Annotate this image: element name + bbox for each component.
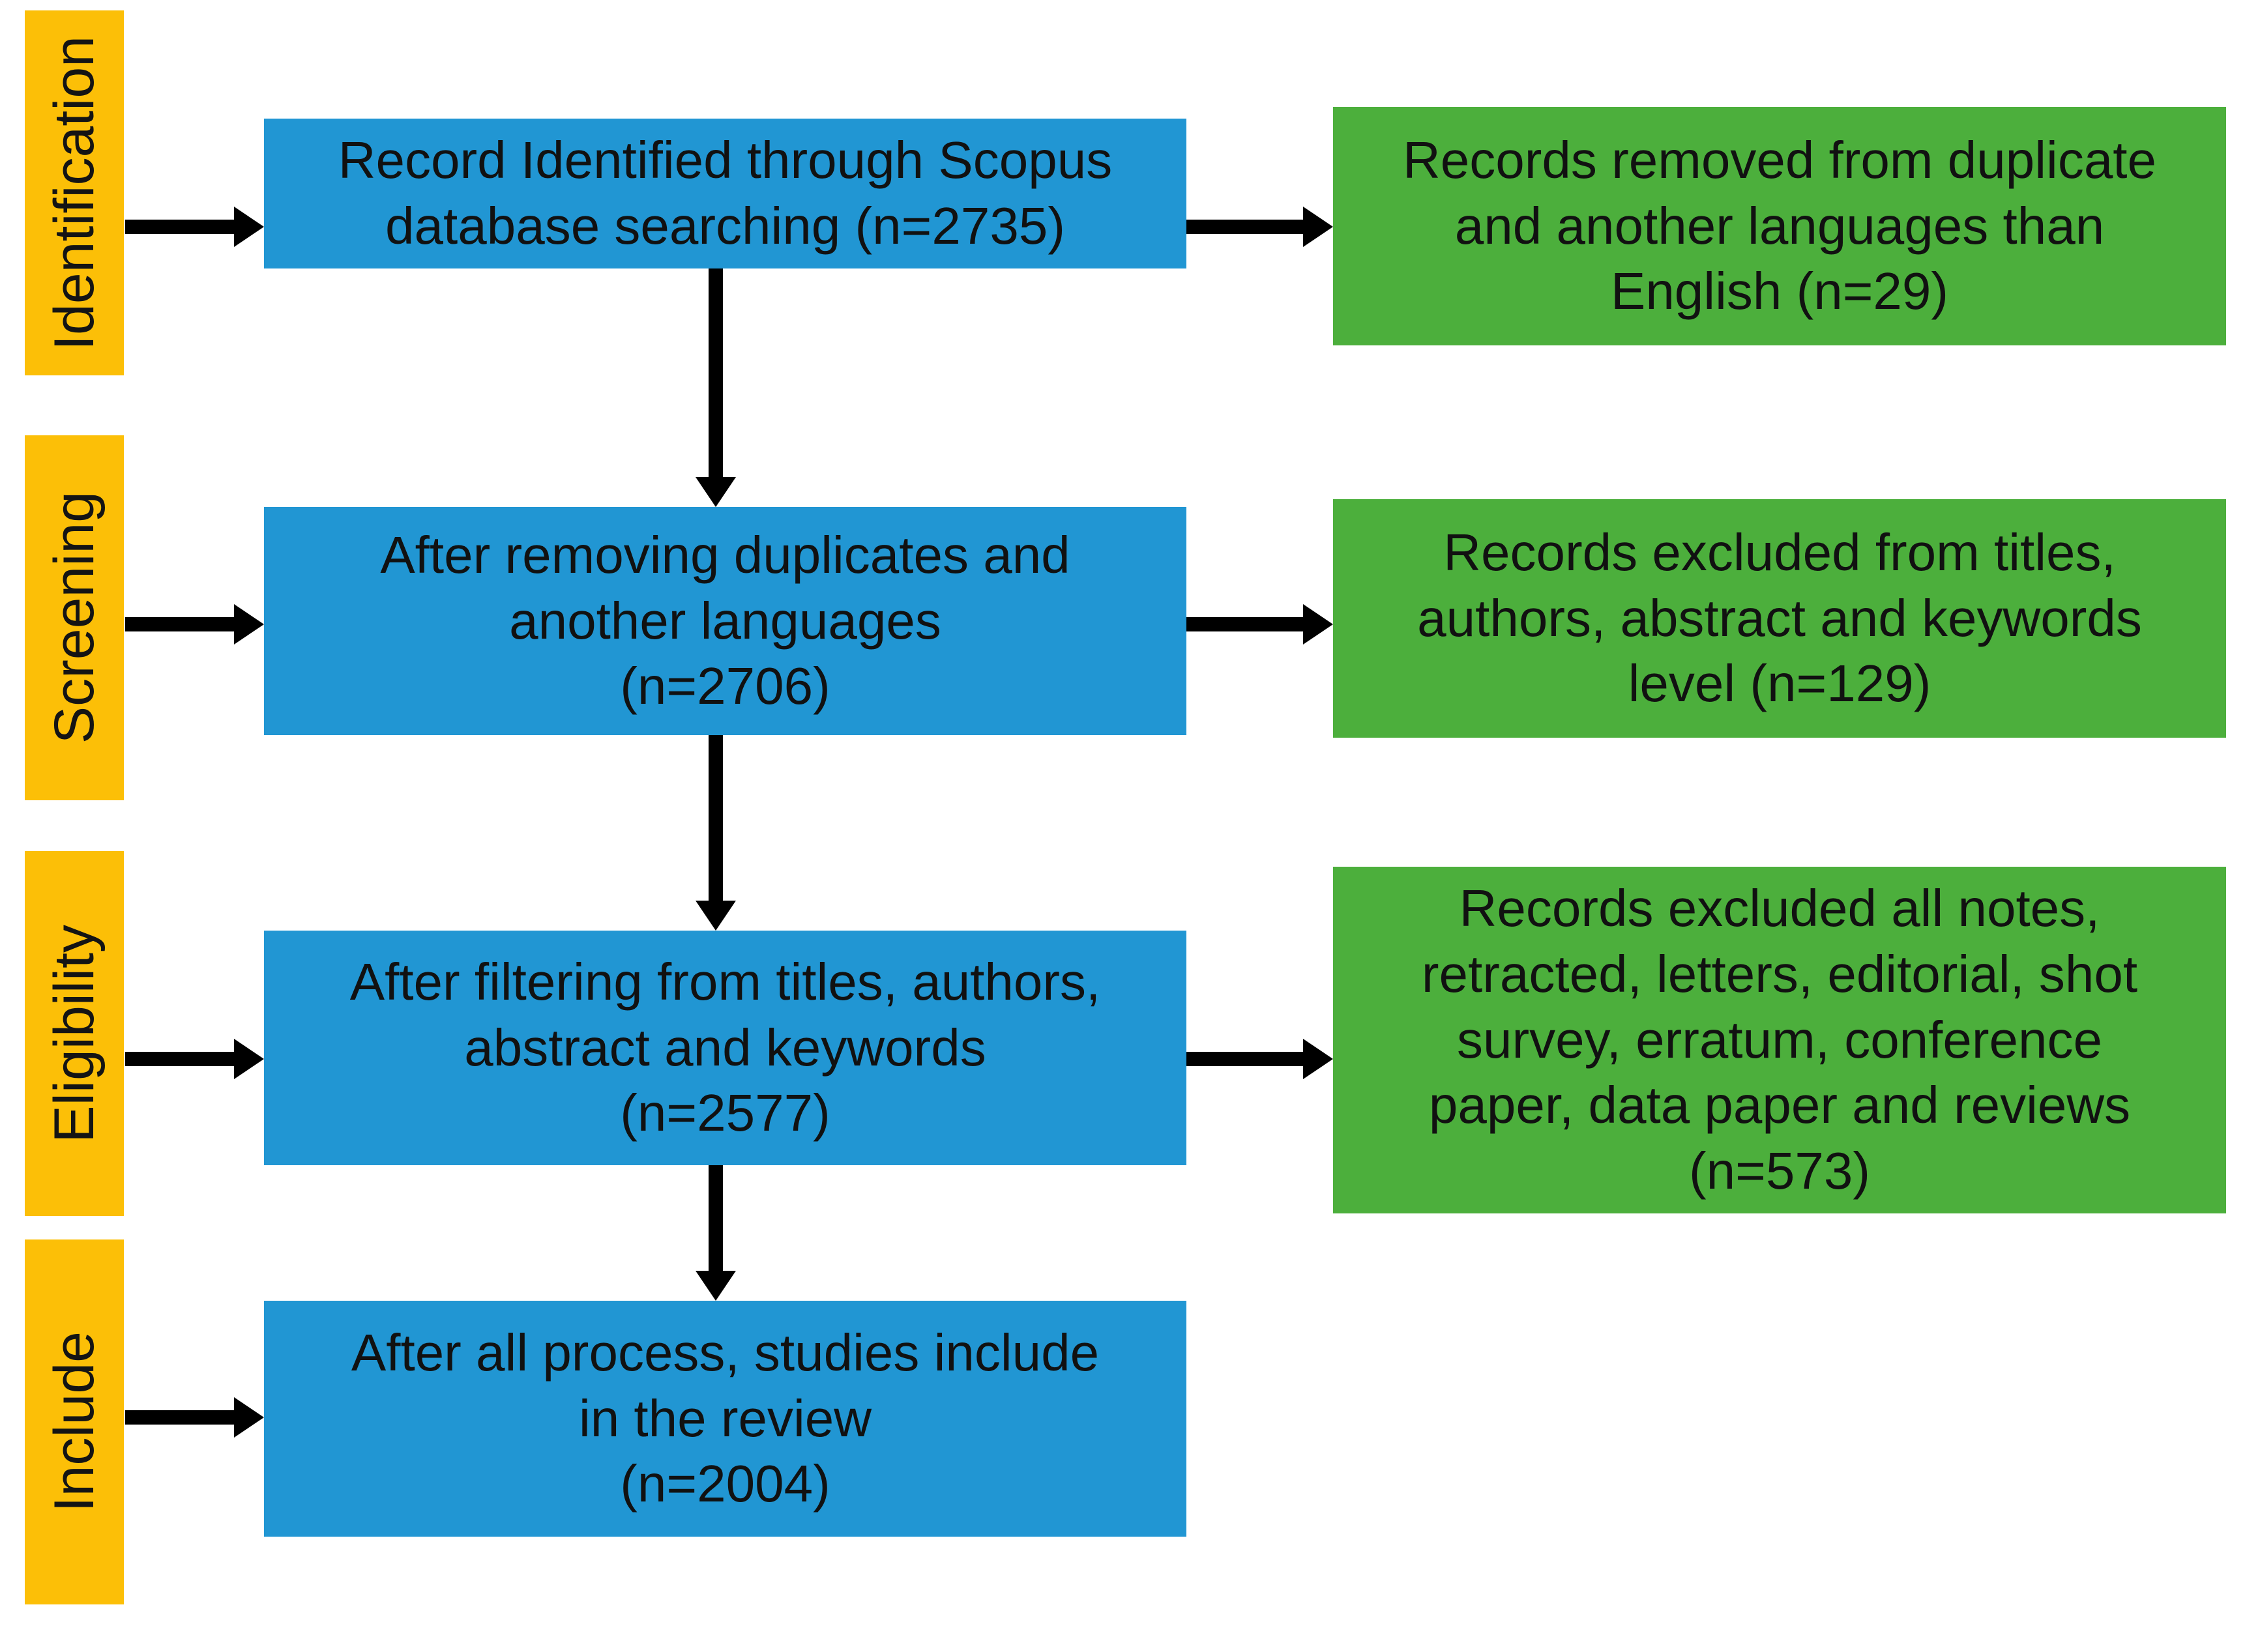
arrow-shaft <box>709 1165 723 1272</box>
arrow-head <box>234 207 264 247</box>
exclusion-box-excluded-titles-authors-abstract-keywords-text: Records excluded from titles, authors, a… <box>1417 523 2142 713</box>
process-box-studies-included-text: After all process, studies include in th… <box>351 1323 1100 1513</box>
arrow-shaft <box>1186 617 1305 631</box>
arrow-shaft <box>125 220 236 234</box>
arrow-head <box>1303 604 1333 645</box>
arrow-shaft <box>125 1052 236 1066</box>
process-box-records-identified-text: Record Identified through Scopus databas… <box>338 131 1113 255</box>
stage-label-screening-text: Screening <box>43 491 106 744</box>
arrow-head <box>234 604 264 645</box>
stage-label-identification-text: Identification <box>43 35 106 351</box>
stage-label-eligibility-text: Eligibility <box>43 924 106 1143</box>
arrow-head <box>1303 1039 1333 1079</box>
arrow-shaft <box>709 735 723 902</box>
arrow-shaft <box>125 617 236 631</box>
arrow-head <box>696 1271 736 1301</box>
arrow-shaft <box>125 1410 236 1425</box>
stage-label-include: Include <box>25 1239 124 1604</box>
arrow-head <box>696 477 736 507</box>
stage-label-identification: Identification <box>25 10 124 375</box>
arrow-head <box>234 1397 264 1438</box>
process-box-after-removing-duplicates: After removing duplicates and another la… <box>264 507 1186 735</box>
exclusion-box-excluded-document-types-text: Records excluded all notes, retracted, l… <box>1421 879 2138 1200</box>
stage-label-include-text: Include <box>43 1331 106 1513</box>
arrow-shaft <box>1186 220 1305 234</box>
process-box-after-filtering: After filtering from titles, authors, ab… <box>264 931 1186 1165</box>
exclusion-box-removed-duplicates-languages: Records removed from duplicate and anoth… <box>1333 107 2226 345</box>
arrow-shaft <box>709 268 723 478</box>
process-box-after-filtering-text: After filtering from titles, authors, ab… <box>349 952 1101 1142</box>
exclusion-box-removed-duplicates-languages-text: Records removed from duplicate and anoth… <box>1402 130 2157 321</box>
process-box-records-identified: Record Identified through Scopus databas… <box>264 119 1186 268</box>
arrow-head <box>234 1039 264 1079</box>
arrow-shaft <box>1186 1052 1305 1066</box>
exclusion-box-excluded-titles-authors-abstract-keywords: Records excluded from titles, authors, a… <box>1333 499 2226 738</box>
process-box-after-removing-duplicates-text: After removing duplicates and another la… <box>380 525 1070 716</box>
stage-label-eligibility: Eligibility <box>25 851 124 1216</box>
arrow-head <box>1303 207 1333 247</box>
process-box-studies-included: After all process, studies include in th… <box>264 1301 1186 1537</box>
stage-label-screening: Screening <box>25 435 124 800</box>
exclusion-box-excluded-document-types: Records excluded all notes, retracted, l… <box>1333 867 2226 1213</box>
arrow-head <box>696 901 736 931</box>
